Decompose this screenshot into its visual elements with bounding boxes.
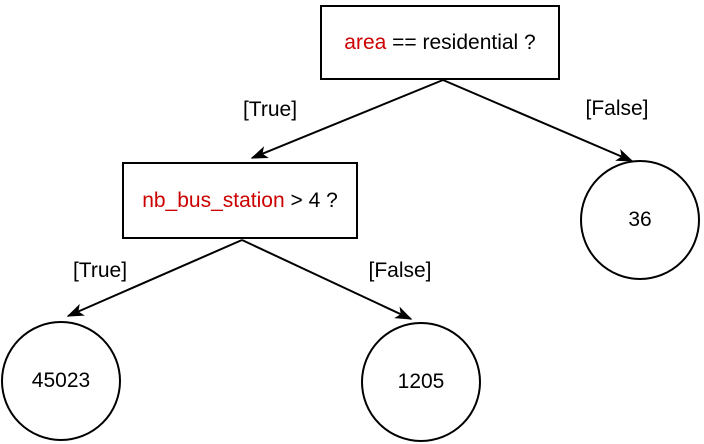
edge-label-mid-false: [False] [366, 259, 434, 283]
decision-node-area: area == residential ? [320, 5, 560, 80]
edge-label-root-false: [False] [583, 97, 651, 121]
edge-mid-false-arrow [241, 239, 413, 320]
leaf-value-1205: 1205 [397, 370, 445, 393]
leaf-node-36: 36 [580, 160, 700, 280]
edge-root-false-arrow [442, 79, 634, 162]
decision-condition-area: == residential ? [386, 30, 536, 54]
decision-keyword-area: area [344, 30, 387, 54]
edge-mid-true-arrow [66, 239, 243, 317]
leaf-value-36: 36 [628, 208, 652, 231]
edge-label-root-true: [True] [240, 98, 300, 122]
leaf-node-1205: 1205 [361, 322, 481, 442]
decision-condition-nb-bus-station: > 4 ? [284, 188, 338, 212]
decision-node-nb-bus-station: nb_bus_station > 4 ? [122, 162, 358, 239]
edge-root-true-arrow [250, 79, 444, 159]
leaf-value-45023: 45023 [31, 369, 91, 392]
leaf-node-45023: 45023 [1, 321, 121, 441]
decision-keyword-nb-bus-station: nb_bus_station [142, 188, 285, 212]
edge-label-mid-true: [True] [70, 259, 130, 283]
